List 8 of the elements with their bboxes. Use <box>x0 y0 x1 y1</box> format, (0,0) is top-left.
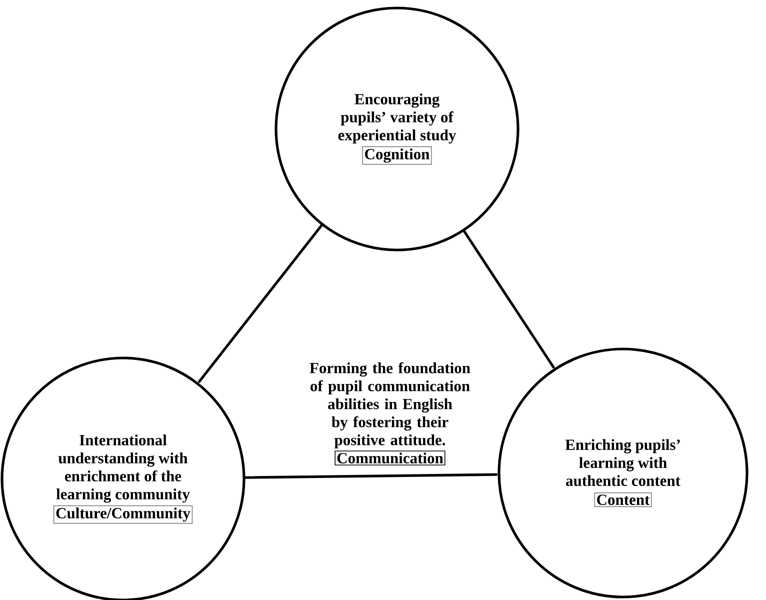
connector-line <box>244 473 498 479</box>
text-box: Communication <box>334 450 446 466</box>
circle-node: Enriching pupils’ learning with authentic content Content <box>498 348 748 598</box>
connector-line <box>198 224 323 383</box>
center-text: Forming the foundation of pupil communication abilities in English by fostering their positive attitude. <box>310 362 470 448</box>
circle-node: International understanding with enrichment of the learning community Culture/Community <box>0 356 246 600</box>
circle-node: Encouraging pupils’ variety of experiential study Cognition <box>274 6 520 252</box>
connector-line <box>462 230 555 368</box>
